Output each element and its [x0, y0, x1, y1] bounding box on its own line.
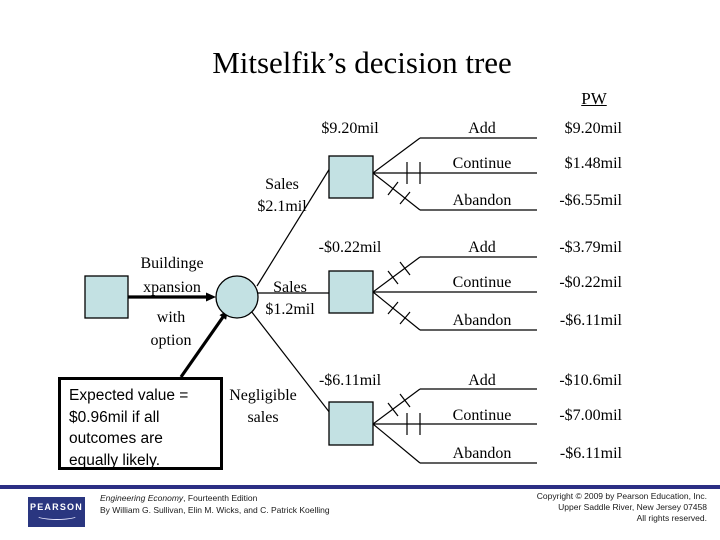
callout-pointer-line — [179, 316, 225, 378]
root-branch-label-line3: with — [156, 309, 186, 326]
c3-outcome-label-continue: Continue — [452, 407, 512, 424]
c2-pw-abandon: -$6.11mil — [559, 312, 622, 329]
root-branch-label-line1: Buildinge — [140, 255, 204, 272]
branch-label-line: Sales — [273, 279, 307, 296]
branch-label-line: Negligible — [229, 387, 297, 404]
branch-label-sales-2-1: Sales $2.1mil — [232, 174, 332, 218]
c2-add-prune-mark — [387, 270, 399, 285]
branch-label-line: Sales — [265, 176, 299, 193]
pearson-logo: PEARSON — [28, 497, 85, 527]
footer-book-title: Engineering Economy — [100, 493, 184, 503]
root-connector-arrowhead — [206, 292, 216, 302]
pearson-logo-text: PEARSON — [30, 502, 83, 512]
c2-abandon-diagonal — [372, 291, 421, 331]
callout-line: outcomes are — [69, 430, 163, 447]
pw-column-header: PW — [581, 89, 607, 108]
callout-line: Expected value = — [69, 387, 189, 404]
slide-title: Mitselfik’s decision tree — [212, 45, 512, 80]
node-value-1: $9.20mil — [321, 120, 379, 137]
root-branch-label-bottom: with option — [121, 306, 221, 352]
root-branch-label-line4: option — [150, 332, 192, 349]
c2-abandon-prune-mark — [399, 311, 411, 325]
footer-book-title-line: Engineering Economy, Fourteenth Edition — [100, 493, 330, 505]
decision-node-square-3 — [328, 401, 374, 446]
c2-outcome-label-abandon: Abandon — [452, 312, 512, 329]
c1-abandon-prune-mark — [387, 181, 399, 196]
c2-outcome-label-add: Add — [468, 239, 496, 256]
c1-pw-continue: $1.48mil — [564, 155, 622, 172]
c3-pw-continue: -$7.00mil — [559, 407, 622, 424]
decision-node-square-1 — [328, 155, 374, 199]
branch-label-line: $1.2mil — [265, 301, 315, 318]
c3-pw-add: -$10.6mil — [559, 372, 622, 389]
root-branch-label-line2: xpansion — [143, 279, 201, 296]
branch-label-sales-1-2: Sales $1.2mil — [240, 277, 340, 321]
c2-pw-add: -$3.79mil — [559, 239, 622, 256]
pearson-logo-swoosh — [35, 511, 78, 520]
c3-pw-abandon: -$6.11mil — [559, 445, 622, 462]
branch-line-sales-2-1 — [256, 167, 331, 287]
c1-outcome-label-add: Add — [468, 120, 496, 137]
callout-line: $0.96mil if all — [69, 408, 160, 426]
callout-line: equally likely. — [69, 451, 161, 469]
node-value-3: -$6.11mil — [318, 372, 382, 389]
c1-pw-abandon: -$6.55mil — [559, 192, 622, 209]
footer-copyright-line3: All rights reserved. — [636, 513, 707, 523]
expected-value-callout: Expected value = $0.96mil if all outcome… — [58, 377, 223, 470]
footer-book-edition: , Fourteenth Edition — [183, 493, 258, 503]
c2-outcome-label-continue: Continue — [452, 274, 512, 291]
footer-authors: By William G. Sullivan, Elin M. Wicks, a… — [100, 504, 330, 515]
footer-copyright-line2: Upper Saddle River, New Jersey 07458 — [558, 502, 707, 512]
footer-copyright-line1: Copyright © 2009 by Pearson Education, I… — [536, 491, 707, 501]
node-value-2: -$0.22mil — [318, 239, 382, 256]
branch-label-line: $2.1mil — [257, 198, 307, 215]
chance-node-circle — [215, 275, 259, 319]
c1-abandon-diagonal — [372, 172, 421, 211]
branch-label-line: sales — [247, 409, 279, 426]
c2-pw-continue: -$0.22mil — [559, 274, 622, 291]
root-decision-node-square — [84, 275, 129, 319]
c1-pw-add: $9.20mil — [564, 120, 622, 137]
footer-book-info: Engineering Economy, Fourteenth Edition … — [100, 493, 330, 516]
c2-add-prune-mark — [399, 261, 411, 276]
c3-abandon-diagonal — [372, 423, 421, 464]
c2-add-diagonal — [372, 256, 421, 293]
c3-add-prune-mark — [399, 393, 411, 408]
c3-outcome-label-abandon: Abandon — [452, 445, 512, 462]
footer-copyright: Copyright © 2009 by Pearson Education, I… — [537, 491, 707, 524]
branch-label-negligible: Negligible sales — [213, 385, 313, 429]
c3-add-prune-mark — [387, 402, 399, 417]
c3-outcome-label-add: Add — [468, 372, 496, 389]
c2-abandon-prune-mark — [387, 301, 399, 315]
decision-node-square-2 — [328, 270, 374, 314]
c1-outcome-label-continue: Continue — [452, 155, 512, 172]
footer-divider-bar — [0, 485, 720, 489]
c1-outcome-label-abandon: Abandon — [452, 192, 512, 209]
c1-add-diagonal — [372, 137, 421, 174]
branch-line-negligible — [250, 310, 331, 414]
root-branch-label-top: Buildinge xpansion — [122, 252, 222, 300]
c1-abandon-prune-mark — [399, 191, 411, 205]
c3-add-diagonal — [372, 388, 421, 425]
